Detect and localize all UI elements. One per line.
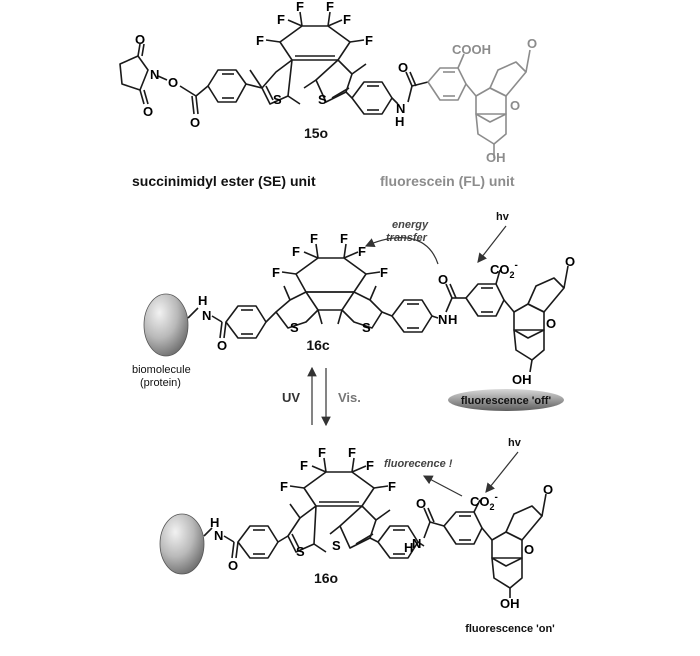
- atom-f: F: [380, 265, 388, 280]
- atom-h: H: [210, 515, 219, 530]
- compound-label-15o: 15o: [304, 125, 328, 141]
- atom-h: H: [198, 293, 207, 308]
- protein-ball: [159, 513, 205, 575]
- energy-transfer-arrow: [364, 237, 439, 265]
- atom-n: N: [438, 312, 447, 327]
- hv-label-top: hv: [496, 211, 510, 223]
- succinimidyl-ester: O O N O O: [119, 32, 200, 130]
- atom-oh: OH: [486, 150, 506, 165]
- phenyl-right: N H O: [345, 60, 429, 129]
- compound-label-16o: 16o: [314, 570, 338, 586]
- atom-n: N: [150, 67, 159, 82]
- phenyl-left: [195, 69, 263, 103]
- atom-f: F: [343, 12, 351, 27]
- atom-o: O: [438, 272, 448, 287]
- atom-h: H: [395, 114, 404, 129]
- atom-o: O: [416, 496, 426, 511]
- se-unit-label: succinimidyl ester (SE) unit: [132, 173, 316, 189]
- fluorescence-off-label: fluorescence 'off': [461, 395, 552, 407]
- atom-o: O: [543, 482, 553, 497]
- atom-o: O: [143, 104, 153, 119]
- structure-15o: F F F F F F S S: [119, 0, 537, 165]
- atom-f: F: [348, 445, 356, 460]
- atom-oh: OH: [512, 372, 532, 387]
- atom-f: F: [326, 0, 334, 14]
- protein-label: (protein): [140, 377, 181, 389]
- fluorescein-unit-gray: COOH O O OH: [427, 36, 537, 165]
- uv-label: UV: [282, 390, 300, 405]
- atom-o: O: [527, 36, 537, 51]
- atom-o: O: [565, 254, 575, 269]
- hv-arrow-top: [477, 225, 507, 263]
- atom-n: N: [214, 528, 223, 543]
- atom-n: N: [202, 308, 211, 323]
- atom-h: H: [404, 540, 413, 555]
- atom-o: O: [228, 558, 238, 573]
- atom-f: F: [292, 244, 300, 259]
- atom-n: N: [412, 536, 421, 551]
- compound-label-16c: 16c: [306, 337, 330, 353]
- atom-f: F: [318, 445, 326, 460]
- atom-f: F: [277, 12, 285, 27]
- perfluorocyclopentene-ring: F F F F F F: [256, 0, 373, 61]
- atom-o: O: [510, 98, 520, 113]
- atom-co2: CO2-: [470, 492, 498, 512]
- fl-unit-label: fluorescein (FL) unit: [380, 173, 515, 189]
- atom-f: F: [256, 33, 264, 48]
- biomolecule-label: biomolecule: [132, 364, 191, 376]
- atom-f: F: [310, 231, 318, 246]
- vis-label: Vis.: [338, 390, 361, 405]
- atom-cooh: COOH: [452, 42, 491, 57]
- atom-f: F: [388, 479, 396, 494]
- thiophene-right: S: [303, 59, 367, 107]
- atom-o: O: [168, 75, 178, 90]
- atom-f: F: [340, 231, 348, 246]
- atom-s: S: [318, 92, 327, 107]
- structure-16c: biomolecule (protein) H N O F F F F F F …: [132, 231, 575, 389]
- atom-f: F: [358, 244, 366, 259]
- atom-s: S: [332, 538, 341, 553]
- atom-co2: CO2-: [490, 260, 518, 280]
- atom-h: H: [448, 312, 457, 327]
- fluorescence-on-label: fluorescence 'on': [465, 623, 555, 635]
- energy-label: energy: [392, 219, 429, 231]
- atom-n: N: [396, 101, 405, 116]
- atom-s: S: [362, 320, 371, 335]
- fluorescence-arrow: [422, 475, 463, 497]
- atom-o: O: [190, 115, 200, 130]
- hv-label-bottom: hv: [508, 437, 522, 449]
- atom-f: F: [272, 265, 280, 280]
- atom-oh: OH: [500, 596, 520, 611]
- atom-s: S: [273, 92, 282, 107]
- structure-16o: H N O F F F F F F S S H N: [159, 445, 553, 611]
- atom-o: O: [524, 542, 534, 557]
- atom-s: S: [296, 544, 305, 559]
- atom-f: F: [280, 479, 288, 494]
- atom-o: O: [546, 316, 556, 331]
- atom-o: O: [398, 60, 408, 75]
- fluorescence-off-badge: [448, 389, 564, 411]
- atom-o: O: [135, 32, 145, 47]
- protein-ball: [143, 293, 189, 357]
- fluorescence-emit-label: fluorecence !: [384, 458, 453, 470]
- atom-o: O: [217, 338, 227, 353]
- atom-f: F: [365, 33, 373, 48]
- atom-f: F: [300, 458, 308, 473]
- thiophene-left: S: [249, 59, 301, 107]
- hv-arrow-bottom: [485, 451, 519, 493]
- atom-f: F: [296, 0, 304, 14]
- atom-s: S: [290, 320, 299, 335]
- atom-f: F: [366, 458, 374, 473]
